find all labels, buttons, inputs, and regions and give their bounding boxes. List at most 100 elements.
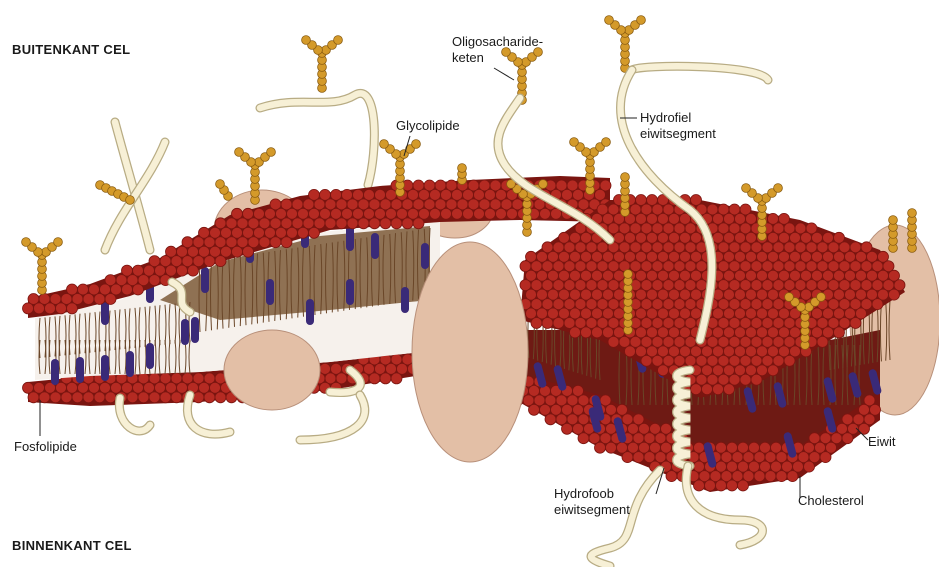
lower-leaflet-right-head xyxy=(595,442,606,453)
sugar-chain xyxy=(267,148,276,157)
upper-leaflet-right-head xyxy=(531,318,542,329)
upper-leaflet-left-head xyxy=(463,208,474,219)
upper-leaflet-right-head xyxy=(872,299,883,310)
upper-leaflet-left-head xyxy=(122,284,133,295)
lower-leaflet-head xyxy=(204,392,215,403)
sugar-chain xyxy=(539,180,548,189)
lower-leaflet-head xyxy=(160,392,171,403)
glycolipid-label: Glycolipide xyxy=(396,118,460,133)
sugar-chain xyxy=(235,148,244,157)
cholesterol-molecule xyxy=(51,359,59,385)
lower-leaflet-right-head xyxy=(705,480,716,491)
lower-leaflet-head xyxy=(83,392,94,403)
lower-leaflet-head xyxy=(138,392,149,403)
upper-leaflet-right-head xyxy=(608,336,619,347)
lower-leaflet-head xyxy=(39,392,50,403)
lower-leaflet-head xyxy=(380,373,391,384)
upper-leaflet-right-head xyxy=(768,365,779,376)
hydrophilic-segment-label-line1: Hydrofiel xyxy=(640,110,691,125)
inside-cell-heading: BINNENKANT CEL xyxy=(12,538,132,553)
protein-label: Eiwit xyxy=(868,434,895,449)
upper-leaflet-left-head xyxy=(34,303,45,314)
protein-strand xyxy=(260,93,374,185)
upper-leaflet-left-head xyxy=(496,208,507,219)
cholesterol-molecule xyxy=(306,299,314,325)
upper-leaflet-right-head xyxy=(592,327,603,338)
sugar-chain xyxy=(637,16,646,25)
cholesterol-molecule xyxy=(201,267,209,293)
cholesterol-molecule xyxy=(421,243,429,269)
hydrophobic-segment-label-line1: Hydrofoob xyxy=(554,486,614,501)
upper-leaflet-right-head xyxy=(751,374,762,385)
upper-leaflet-right-head xyxy=(625,346,636,357)
sugar-chain xyxy=(785,293,794,302)
upper-leaflet-left-head xyxy=(204,256,215,267)
upper-leaflet-left-head xyxy=(402,218,413,229)
sugar-chain xyxy=(22,238,31,247)
lower-leaflet-head xyxy=(94,392,105,403)
sugar-chain xyxy=(742,184,751,193)
sugar-chain xyxy=(412,140,421,149)
upper-leaflet-right-head xyxy=(570,327,581,338)
cholesterol-molecule xyxy=(371,233,379,259)
sugar-chain xyxy=(817,293,826,302)
cholesterol-molecule xyxy=(266,279,274,305)
hydrophilic-segment-label-line2: eiwitsegment xyxy=(640,126,716,141)
lower-leaflet-right-head xyxy=(716,480,727,491)
upper-leaflet-right-head xyxy=(784,355,795,366)
integral-protein xyxy=(412,242,528,462)
upper-leaflet-left-head xyxy=(474,208,485,219)
lower-leaflet-right-head xyxy=(562,423,573,434)
upper-leaflet-left-head xyxy=(83,294,94,305)
lower-leaflet-right-head xyxy=(787,471,798,482)
leader-line xyxy=(494,68,514,80)
lower-leaflet-right-head xyxy=(738,480,749,491)
upper-leaflet-left-head xyxy=(380,218,391,229)
sugar-chain xyxy=(605,16,614,25)
lower-leaflet-head xyxy=(105,392,116,403)
upper-leaflet-left-head xyxy=(259,237,270,248)
sugar-chain xyxy=(774,184,783,193)
upper-leaflet-left-head xyxy=(441,208,452,219)
upper-leaflet-right-head xyxy=(641,355,652,366)
upper-leaflet-left-head xyxy=(94,294,105,305)
lower-leaflet-right-head xyxy=(820,452,831,463)
upper-leaflet-left-head xyxy=(177,265,188,276)
upper-leaflet-left-head xyxy=(243,246,254,257)
hydrophobic-segment-label-line2: eiwitsegment xyxy=(554,502,630,517)
upper-leaflet-left-head xyxy=(430,208,441,219)
integral-protein xyxy=(224,330,320,410)
sugar-chain xyxy=(54,238,63,247)
upper-leaflet-right-head xyxy=(889,289,900,300)
phospholipid-label: Fosfolipide xyxy=(14,439,77,454)
upper-leaflet-left-head xyxy=(485,208,496,219)
sugar-chain xyxy=(302,36,311,45)
upper-leaflet-right-head xyxy=(702,384,713,395)
protein-strand xyxy=(632,66,768,80)
sugar-chain xyxy=(570,138,579,147)
lower-leaflet-right-head xyxy=(842,433,853,444)
sugar-unit xyxy=(216,180,225,189)
lower-leaflet-right-head xyxy=(633,452,644,463)
lower-leaflet-right-head xyxy=(606,442,617,453)
upper-leaflet-left-head xyxy=(270,237,281,248)
oligosaccharide-chain-label-line2: keten xyxy=(452,50,484,65)
sugar-chain xyxy=(380,140,389,149)
upper-leaflet-left-head xyxy=(215,256,226,267)
upper-leaflet-left-head xyxy=(347,218,358,229)
sugar-unit xyxy=(889,216,898,225)
lower-leaflet-right-head xyxy=(804,461,815,472)
upper-leaflet-left-head xyxy=(281,237,292,248)
cholesterol-molecule xyxy=(346,279,354,305)
cholesterol-label: Cholesterol xyxy=(798,493,864,508)
upper-leaflet-left-head xyxy=(56,303,67,314)
upper-leaflet-right-head xyxy=(834,327,845,338)
upper-leaflet-left-head xyxy=(188,265,199,276)
lower-leaflet-head xyxy=(369,373,380,384)
sugar-chain xyxy=(334,36,343,45)
cholesterol-molecule xyxy=(191,317,199,343)
lower-leaflet-head xyxy=(72,392,83,403)
lower-leaflet-right-head xyxy=(694,480,705,491)
upper-leaflet-right-head xyxy=(713,384,724,395)
protein-strand xyxy=(591,470,660,566)
